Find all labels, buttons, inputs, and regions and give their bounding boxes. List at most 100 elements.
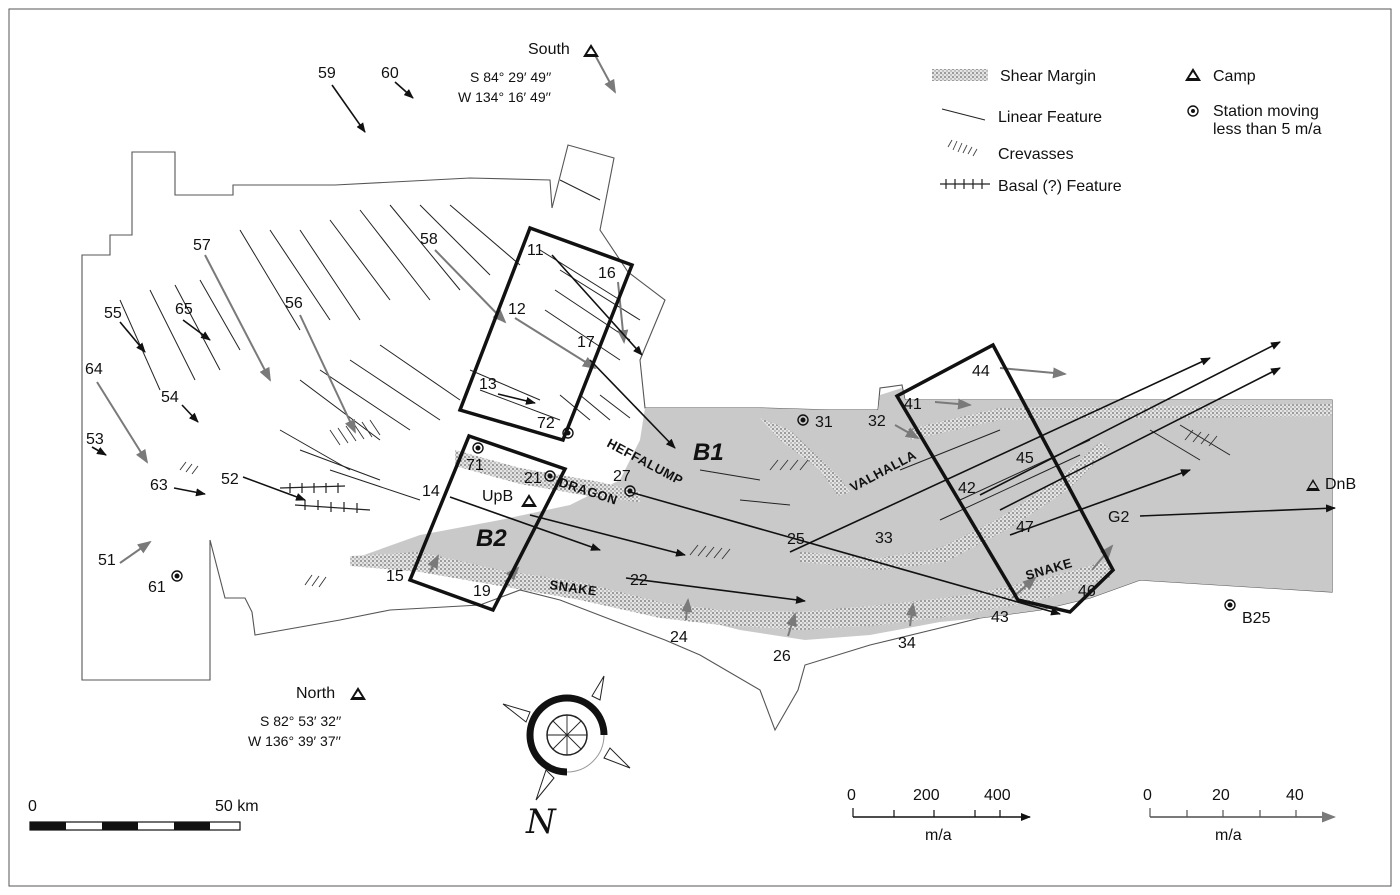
station-label: 17 bbox=[577, 334, 595, 351]
arrow-16 bbox=[617, 281, 629, 344]
station-label: 53 bbox=[86, 431, 104, 448]
arrow-59 bbox=[331, 84, 366, 133]
station-labels: 11 12 13 14 15 16 17 19 21 22 24 25 26 2… bbox=[85, 65, 1271, 665]
legend-shear-margin-swatch bbox=[932, 69, 988, 81]
camp-south-lon: W 134° 16′ 49′′ bbox=[458, 89, 551, 105]
upper-shear-margin bbox=[905, 404, 1332, 440]
arrow-14 bbox=[449, 496, 601, 551]
legend-linear-feature-label: Linear Feature bbox=[998, 109, 1102, 126]
station-label: 13 bbox=[479, 376, 497, 393]
arrow-41 bbox=[934, 398, 972, 410]
station-label: 19 bbox=[473, 583, 491, 600]
station-marker bbox=[624, 485, 636, 497]
legend-station-label-2: less than 5 m/a bbox=[1213, 121, 1322, 138]
station-label: 47 bbox=[1016, 519, 1034, 536]
camp-dnb-icon bbox=[1306, 479, 1320, 491]
arrow-45 bbox=[999, 367, 1281, 511]
region-b2-label: B2 bbox=[476, 525, 507, 552]
station-label: 59 bbox=[318, 65, 336, 82]
station-label: G2 bbox=[1108, 509, 1129, 526]
arrow-46 bbox=[1091, 544, 1114, 571]
station-label: 15 bbox=[386, 568, 404, 585]
arrow-47 bbox=[1009, 469, 1191, 536]
region-b1-label: B1 bbox=[693, 439, 724, 466]
central-shear-band bbox=[800, 442, 1110, 570]
station-marker bbox=[562, 427, 574, 439]
station-label: 64 bbox=[85, 361, 103, 378]
station-label: 41 bbox=[904, 396, 922, 413]
arrow-27 bbox=[629, 491, 1061, 616]
legend-crevasses-swatch bbox=[947, 139, 978, 157]
arrow-15 bbox=[427, 554, 439, 573]
large-velocity-arrows bbox=[91, 81, 1336, 616]
station-label: 58 bbox=[420, 231, 438, 248]
station-label: 21 bbox=[524, 470, 542, 487]
station-label: 33 bbox=[875, 530, 893, 547]
station-label: 57 bbox=[193, 237, 211, 254]
station-label: 27 bbox=[613, 468, 631, 485]
station-label: 11 bbox=[527, 242, 544, 259]
velocity-small-tick-0: 0 bbox=[1143, 787, 1152, 804]
station-label: 65 bbox=[175, 301, 193, 318]
camp-north-lat: S 82° 53′ 32′′ bbox=[260, 713, 342, 729]
station-label: 71 bbox=[466, 457, 484, 474]
legend-linear-feature-swatch bbox=[941, 108, 986, 121]
legend-camp-label: Camp bbox=[1213, 68, 1256, 85]
station-label: 72 bbox=[537, 415, 555, 432]
distance-scale-bar: 0 50 km bbox=[28, 798, 259, 831]
valhalla-shear-margin bbox=[760, 418, 850, 496]
arrow-17 bbox=[589, 359, 676, 449]
camp-upb-label: UpB bbox=[482, 488, 513, 505]
feature-snake-west: SNAKE bbox=[549, 577, 599, 599]
velocity-large-unit: m/a bbox=[925, 827, 952, 844]
camp-icons bbox=[350, 44, 1320, 700]
station-label: 63 bbox=[150, 477, 168, 494]
station-label: 26 bbox=[773, 648, 791, 665]
station-label: 24 bbox=[670, 629, 688, 646]
station-label: 14 bbox=[422, 483, 440, 500]
arrow-11 bbox=[551, 254, 643, 356]
camp-dnb-label: DnB bbox=[1325, 476, 1356, 493]
station-label: 52 bbox=[221, 471, 239, 488]
region-b1-box bbox=[457, 225, 635, 443]
compass-rose: N bbox=[502, 675, 631, 842]
arrow-57 bbox=[204, 254, 271, 382]
velocity-large-tick-200: 200 bbox=[913, 787, 940, 804]
region-valhalla-box bbox=[894, 342, 1116, 614]
arrow-24 bbox=[681, 598, 693, 621]
arrow-54 bbox=[181, 404, 199, 423]
camp-upb-icon bbox=[521, 494, 537, 507]
velocity-small-unit: m/a bbox=[1215, 827, 1242, 844]
arrow-60 bbox=[394, 81, 414, 99]
arrow-56 bbox=[299, 314, 356, 434]
camp-south-lat: S 84° 29′ 49′′ bbox=[470, 69, 552, 85]
station-marker bbox=[1224, 599, 1236, 611]
camp-south-icon bbox=[583, 44, 599, 57]
station-label: 12 bbox=[508, 301, 526, 318]
camp-north-label: North bbox=[296, 685, 335, 702]
station-label: 55 bbox=[104, 305, 122, 322]
arrow-64 bbox=[96, 381, 149, 464]
small-velocity-arrows bbox=[96, 54, 1114, 637]
region-b2-box bbox=[407, 433, 568, 613]
arrow-25 bbox=[789, 357, 1211, 553]
arrow-upb bbox=[529, 514, 686, 557]
arrow-32 bbox=[894, 424, 920, 439]
station-label: 31 bbox=[815, 414, 833, 431]
camp-south-label: South bbox=[528, 41, 570, 58]
legend-station-label-1: Station moving bbox=[1213, 103, 1319, 120]
station-label: 44 bbox=[972, 363, 990, 380]
station-label: 54 bbox=[161, 389, 179, 406]
camp-north-icon bbox=[350, 687, 366, 700]
arrow-13 bbox=[497, 393, 536, 405]
distance-scale-end: 50 km bbox=[215, 798, 259, 815]
arrow-g2 bbox=[1139, 504, 1336, 517]
station-label: 16 bbox=[598, 265, 616, 282]
arrow-34 bbox=[905, 602, 917, 627]
station-label: 45 bbox=[1016, 450, 1034, 467]
arrow-42 bbox=[979, 341, 1281, 496]
station-label: 61 bbox=[148, 579, 166, 596]
velocity-small-tick-40: 40 bbox=[1286, 787, 1304, 804]
legend-camp-icon bbox=[1185, 68, 1201, 81]
